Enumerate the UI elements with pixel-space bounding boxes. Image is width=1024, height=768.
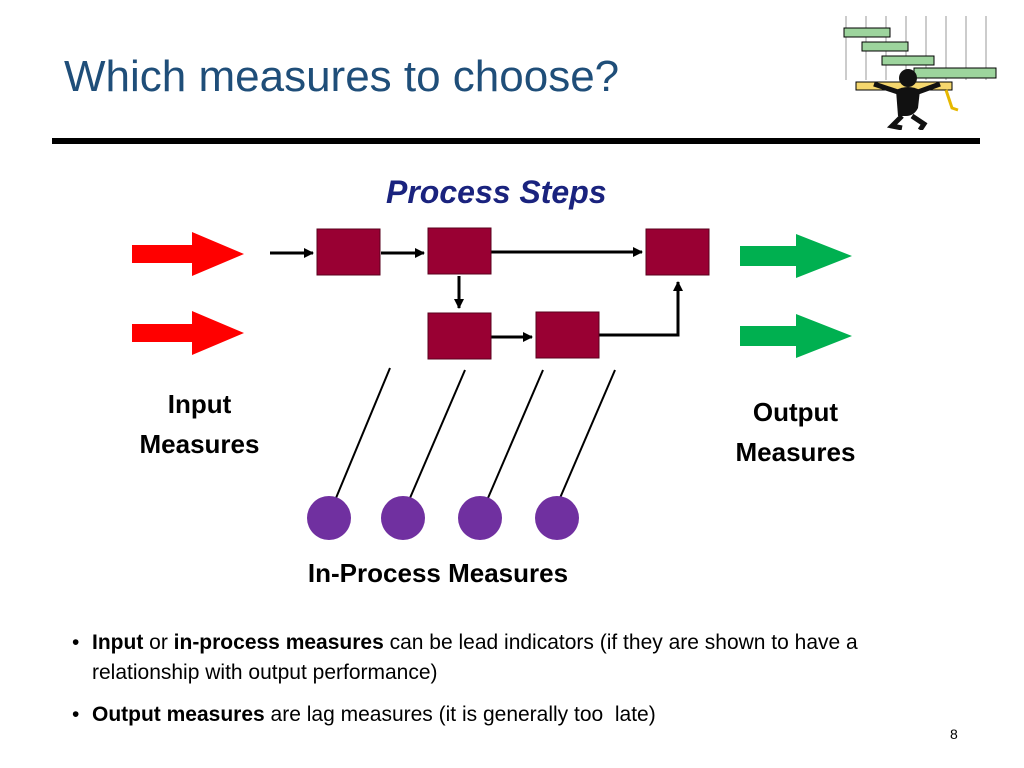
input-arrow-top <box>132 232 244 276</box>
measure-line-1 <box>335 367 391 499</box>
process-step-box-2 <box>427 227 492 275</box>
process-step-box-4 <box>427 312 492 360</box>
bullet-2-bold-1: Output measures <box>92 703 265 726</box>
in-process-measure-circle-1 <box>307 496 351 540</box>
person-lifting-bars-icon <box>843 16 997 130</box>
connector-5-3 <box>599 281 683 337</box>
input-label-line1: Input <box>167 389 232 419</box>
process-step-box-3 <box>645 228 710 276</box>
input-measures-label: Input Measures <box>112 384 287 464</box>
slide-title: Which measures to choose? <box>64 52 620 101</box>
in-process-measure-circle-4 <box>535 496 579 540</box>
in-process-measure-circle-3 <box>458 496 502 540</box>
output-arrow-top <box>740 234 852 278</box>
output-measures-label: Output Measures <box>708 392 883 472</box>
output-label-line1: Output <box>752 397 839 427</box>
in-process-measures-label: In-Process Measures <box>307 558 569 588</box>
input-label-line2: Measures <box>139 429 260 459</box>
bullet-1-bold-1: Input <box>92 631 144 654</box>
input-arrow-bottom <box>132 311 244 355</box>
bullet-list: Input or in-process measures can be lead… <box>70 628 970 742</box>
title-divider <box>52 138 980 144</box>
process-step-box-5 <box>535 311 600 359</box>
bullet-item-2: Output measures are lag measures (it is … <box>70 700 970 730</box>
bullet-1-text-1: or <box>143 631 174 654</box>
in-process-measure-circle-2 <box>381 496 425 540</box>
bullet-1-bold-2: in-process measures <box>173 631 384 654</box>
measure-line-3 <box>487 369 544 499</box>
output-label-line2: Measures <box>735 437 856 467</box>
measure-line-2 <box>409 369 466 499</box>
bullet-1-text-2: can be lead indicators (if they are show… <box>92 631 858 684</box>
process-steps-heading: Process Steps <box>386 174 607 210</box>
process-step-box-1 <box>316 228 381 276</box>
bullet-2-text-1: are lag measures (it is generally too la… <box>264 703 656 726</box>
bullet-item-1: Input or in-process measures can be lead… <box>70 628 970 688</box>
measure-line-4 <box>559 369 616 499</box>
output-arrow-bottom <box>740 314 852 358</box>
page-number: 8 <box>950 726 958 742</box>
